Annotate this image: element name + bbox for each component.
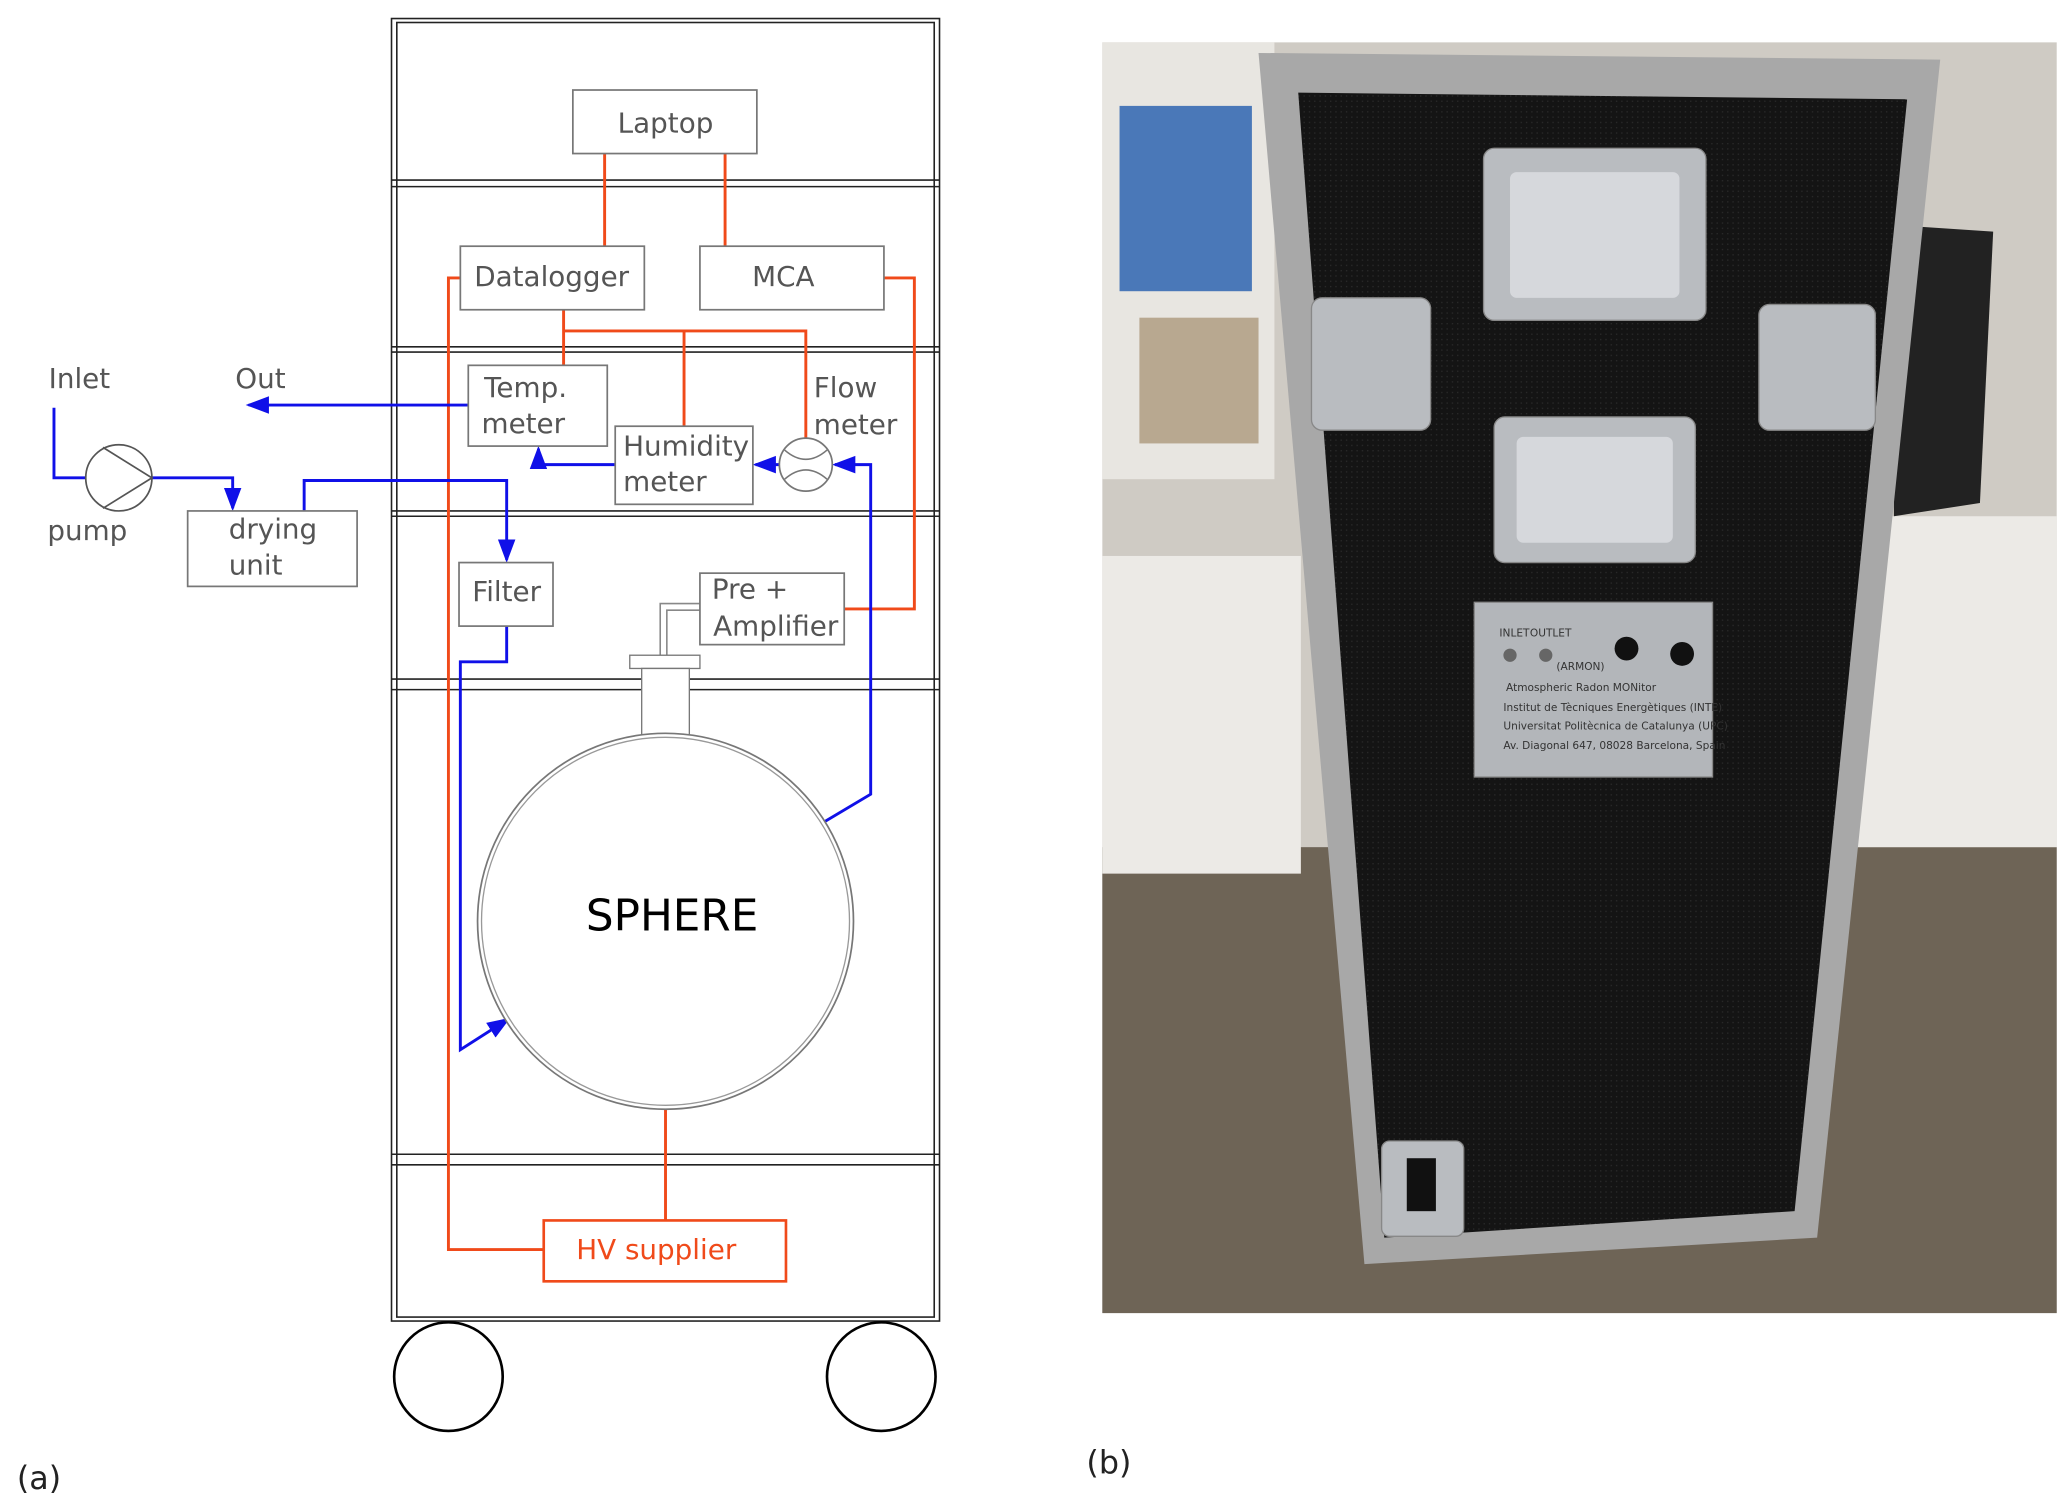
air-flow-lines: [52, 396, 873, 1053]
svg-text:Datalogger: Datalogger: [474, 260, 629, 293]
flow-meter: Flow meter: [778, 371, 898, 492]
svg-text:meter: meter: [623, 465, 707, 498]
svg-text:Universitat Politècnica de Cat: Universitat Politècnica de Catalunya (UP…: [1503, 720, 1728, 732]
datalogger-box: Datalogger: [459, 245, 646, 311]
svg-text:Temp.: Temp.: [483, 371, 567, 404]
svg-text:Pre +: Pre +: [712, 572, 788, 605]
svg-text:OUTLET: OUTLET: [1530, 628, 1572, 640]
svg-text:meter: meter: [814, 408, 898, 441]
latch-left: [1310, 297, 1432, 431]
svg-text:Humidity: Humidity: [623, 429, 749, 462]
filter-box: Filter: [458, 561, 554, 627]
pump: pump: [47, 443, 154, 547]
svg-text:Flow: Flow: [814, 371, 877, 404]
sphere: SPHERE: [476, 654, 855, 1111]
latch-right: [1758, 303, 1877, 431]
panel-a-label: (a): [17, 1461, 61, 1497]
diagram: Laptop Datalogger MCA Temp.meter Humidit…: [17, 17, 941, 1497]
out-label: Out: [235, 362, 285, 395]
wheel-left: [392, 1321, 505, 1433]
svg-text:Amplifier: Amplifier: [713, 609, 839, 642]
signal-lines: [446, 153, 916, 1252]
svg-text:pump: pump: [47, 514, 127, 547]
vent-top: [1482, 147, 1707, 321]
temp-meter-box: Temp.meter: [467, 364, 609, 447]
wheel-right: [825, 1321, 937, 1433]
svg-text:unit: unit: [229, 548, 283, 581]
svg-text:drying: drying: [229, 513, 317, 546]
svg-text:(ARMON): (ARMON): [1556, 661, 1604, 673]
svg-text:Atmospheric Radon MONitor: Atmospheric Radon MONitor: [1506, 682, 1657, 694]
inlet-label: Inlet: [49, 362, 111, 395]
svg-text:Av. Diagonal 647, 08028 Barcel: Av. Diagonal 647, 08028 Barcelona, Spain: [1503, 740, 1725, 752]
hv-supplier-box: HV supplier: [542, 1219, 788, 1283]
label-plate: INLET OUTLET (ARMON) Atmospheric Radon M…: [1473, 601, 1728, 778]
svg-text:meter: meter: [482, 407, 566, 440]
svg-text:Institut de Tècniques Energèti: Institut de Tècniques Energètiques (INTE…: [1503, 702, 1722, 714]
laptop-box: Laptop: [571, 89, 758, 155]
pre-amplifier-box: Pre + Amplifier: [699, 572, 846, 646]
svg-text:INLET: INLET: [1499, 628, 1530, 640]
svg-text:HV supplier: HV supplier: [576, 1233, 737, 1266]
svg-text:Laptop: Laptop: [618, 106, 714, 139]
mca-box: MCA: [699, 245, 885, 311]
svg-text:Filter: Filter: [472, 575, 541, 608]
photo: INLET OUTLET (ARMON) Atmospheric Radon M…: [1102, 42, 2057, 1314]
tube: [659, 602, 700, 656]
svg-text:SPHERE: SPHERE: [586, 891, 758, 942]
svg-text:MCA: MCA: [752, 260, 814, 293]
vent-bottom: [1493, 416, 1697, 564]
panel-b-label: (b): [1086, 1445, 1131, 1481]
